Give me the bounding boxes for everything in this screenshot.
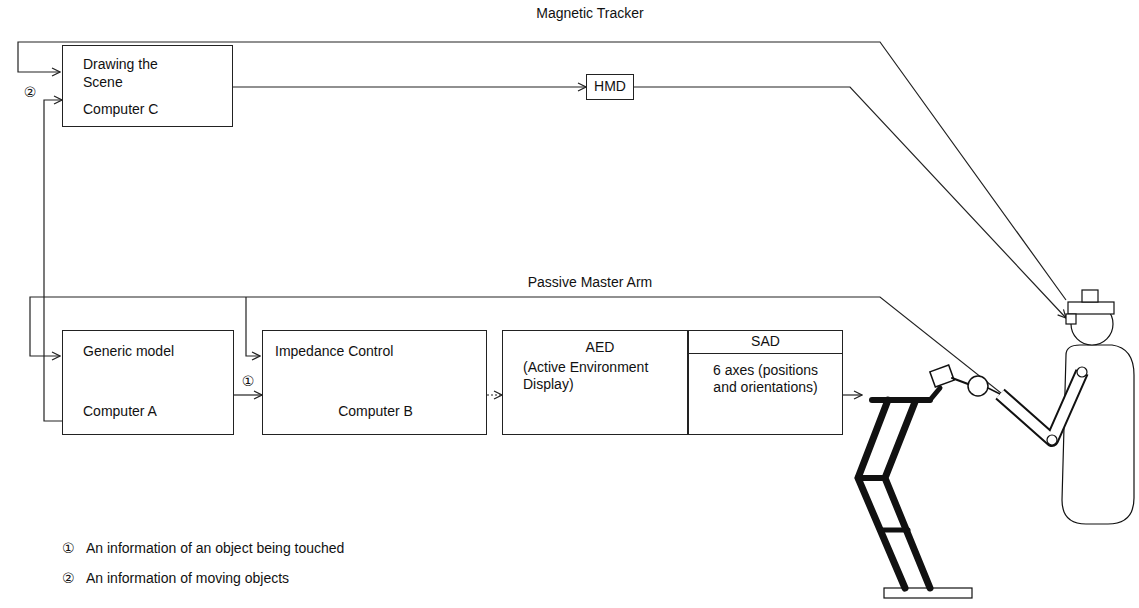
box-title: Drawing the Scene <box>83 56 173 91</box>
box-title: HMD <box>594 78 626 96</box>
callout-number: ① <box>62 540 75 557</box>
tracker-wire <box>18 42 1066 300</box>
hmd-box: HMD <box>586 74 634 100</box>
callout-number: ① <box>242 373 255 390</box>
box-text: Computer A <box>83 403 223 421</box>
box-title: SAD <box>689 331 842 354</box>
data-flow-arrow <box>487 394 502 395</box>
box-title: Impedance Control <box>275 343 476 361</box>
wire-label: Magnetic Tracker <box>536 5 643 22</box>
callout-number: ② <box>24 84 37 101</box>
legend-note: An information of moving objects <box>86 570 289 587</box>
computer-box: Generic modelComputer A <box>62 330 234 435</box>
robot-illustration <box>858 365 988 598</box>
operator-figure <box>988 290 1134 524</box>
data-flow-arrow <box>234 394 262 395</box>
box-title: AED <box>586 339 615 357</box>
sad-output-arrow <box>843 394 862 395</box>
hmd-wire <box>634 87 1066 318</box>
display-box: AED (Active Environment Display) <box>502 330 688 435</box>
display-box: SAD 6 axes (positions and orientations) <box>688 330 843 435</box>
legend-note: An information of an object being touche… <box>86 540 344 557</box>
callout-number: ② <box>62 570 75 587</box>
wire-label: Passive Master Arm <box>528 274 652 291</box>
computer-box: Impedance ControlComputer B <box>262 330 487 435</box>
box-title: Generic model <box>83 343 223 361</box>
box-text: 6 axes (positions and orientations) <box>698 362 834 397</box>
master-arm-branch <box>246 297 260 356</box>
box-text: Computer B <box>338 403 413 421</box>
box-text: Computer C <box>83 101 222 119</box>
data-flow-arrow <box>233 86 586 87</box>
box-text: (Active Environment Display) <box>523 359 653 394</box>
data-flow-arrow <box>44 100 62 421</box>
computer-box: Drawing the SceneComputer C <box>62 45 233 127</box>
